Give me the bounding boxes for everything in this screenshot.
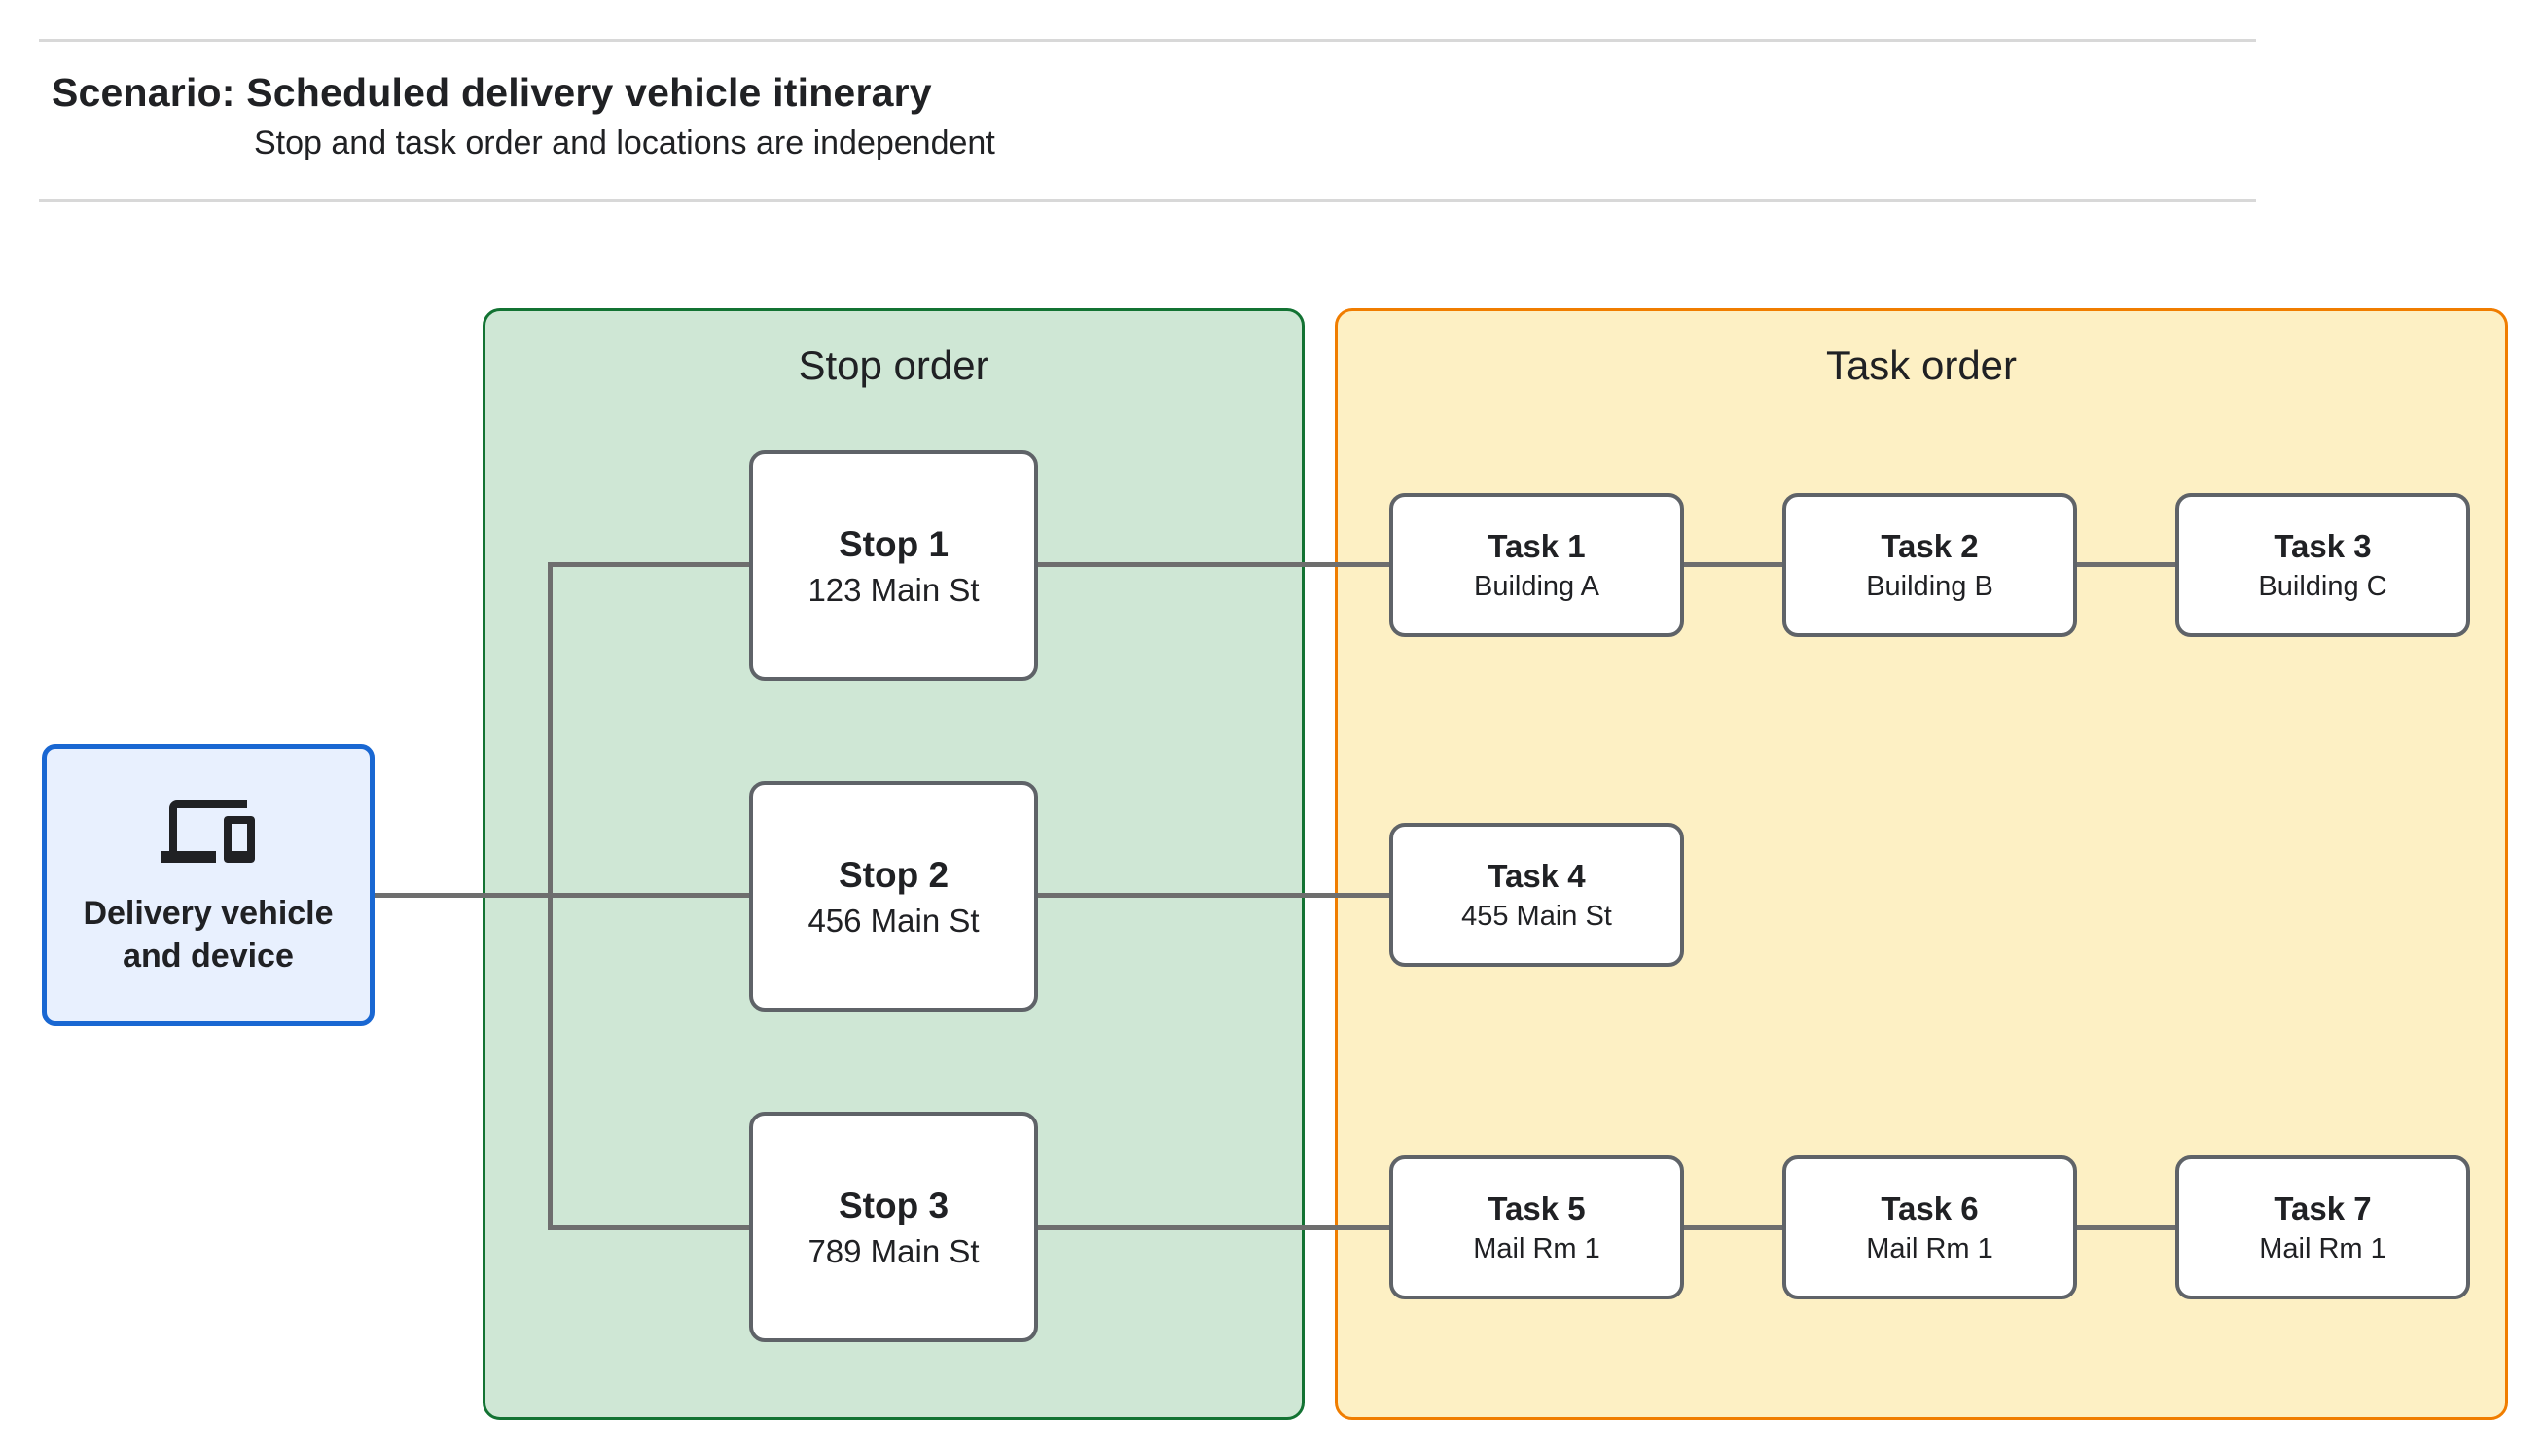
stop-1-node: Stop 1 123 Main St [749, 450, 1038, 681]
devices-icon [161, 785, 255, 878]
task-location: Mail Rm 1 [1866, 1233, 1993, 1264]
top-divider [39, 39, 2256, 42]
connector-trunk-vertical [548, 562, 553, 1230]
header-divider [39, 199, 2256, 202]
task-name: Task 6 [1881, 1190, 1979, 1226]
stop-name: Stop 1 [838, 523, 950, 564]
stop-location: 123 Main St [807, 571, 980, 608]
task-5-node: Task 5 Mail Rm 1 [1389, 1155, 1684, 1299]
connector-task1-to-task2 [1684, 562, 1782, 567]
task-name: Task 2 [1881, 528, 1979, 564]
connector-vehicle-to-stop2 [375, 893, 749, 898]
connector-trunk-to-stop3 [548, 1225, 749, 1230]
task-location: Mail Rm 1 [2259, 1233, 2386, 1264]
delivery-vehicle-node: Delivery vehicle and device [42, 744, 375, 1026]
task-2-node: Task 2 Building B [1782, 493, 2077, 637]
connector-stop3-to-task5 [1038, 1225, 1389, 1230]
stop-order-panel-title: Stop order [798, 342, 989, 388]
connector-stop2-to-task4 [1038, 893, 1389, 898]
task-6-node: Task 6 Mail Rm 1 [1782, 1155, 2077, 1299]
stop-name: Stop 2 [838, 854, 950, 895]
task-location: Mail Rm 1 [1473, 1233, 1600, 1264]
task-7-node: Task 7 Mail Rm 1 [2175, 1155, 2470, 1299]
stop-3-node: Stop 3 789 Main St [749, 1112, 1038, 1342]
task-name: Task 4 [1488, 858, 1586, 894]
task-location: Building C [2258, 571, 2387, 602]
stop-2-node: Stop 2 456 Main St [749, 781, 1038, 1012]
stop-name: Stop 3 [838, 1185, 950, 1225]
task-location: Building B [1866, 571, 1993, 602]
task-name: Task 1 [1488, 528, 1586, 564]
connector-stop1-to-task1 [1038, 562, 1389, 567]
task-name: Task 7 [2274, 1190, 2372, 1226]
connector-task6-to-task7 [2077, 1225, 2175, 1230]
delivery-vehicle-label: Delivery vehicle and device [83, 895, 334, 975]
scenario-subtitle: Stop and task order and locations are in… [254, 124, 995, 161]
task-name: Task 5 [1488, 1190, 1586, 1226]
task-name: Task 3 [2274, 528, 2372, 564]
scenario-title: Scenario: Scheduled delivery vehicle iti… [52, 70, 932, 115]
task-location: Building A [1474, 571, 1599, 602]
task-3-node: Task 3 Building C [2175, 493, 2470, 637]
stop-location: 456 Main St [807, 902, 980, 939]
task-1-node: Task 1 Building A [1389, 493, 1684, 637]
connector-trunk-to-stop1 [548, 562, 749, 567]
connector-task5-to-task6 [1684, 1225, 1782, 1230]
connector-task2-to-task3 [2077, 562, 2175, 567]
task-4-node: Task 4 455 Main St [1389, 823, 1684, 967]
task-location: 455 Main St [1461, 901, 1612, 932]
stop-location: 789 Main St [807, 1232, 980, 1269]
task-order-panel-title: Task order [1825, 342, 2018, 388]
